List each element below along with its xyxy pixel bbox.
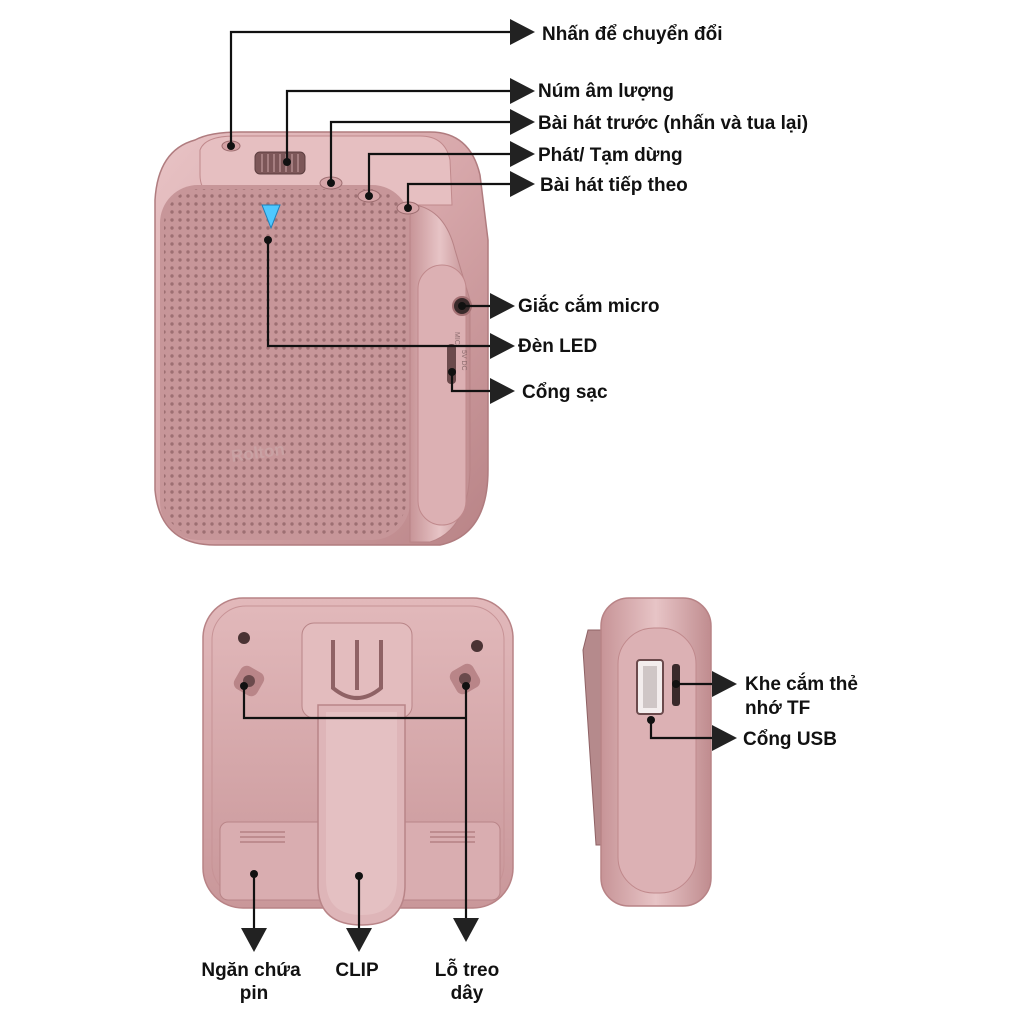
label-play-pause: Phát/ Tạm dừng [538, 145, 683, 166]
label-charging-port: Cổng sạc [522, 382, 608, 403]
label-tf-slot-line2: nhớ TF [745, 698, 810, 719]
lanyard-hole-right [449, 663, 481, 695]
label-previous-track: Bài hát trước (nhấn và tua lại) [538, 113, 808, 134]
label-mode-switch: Nhấn để chuyển đổi [542, 24, 723, 45]
arrow-right-icon [712, 725, 737, 751]
label-battery-line1: Ngăn chứa [201, 960, 301, 981]
arrow-down-icon [241, 928, 267, 952]
mic-port-mark: MIC [453, 332, 460, 345]
arrow-right-icon [510, 109, 535, 135]
back-view [202, 597, 514, 926]
labels: Nhấn để chuyển đổi Núm âm lượng Bài hát … [201, 24, 858, 1004]
callout-lines [227, 30, 714, 930]
arrowheads [241, 19, 737, 952]
dc-port-mark: 5V DC [460, 350, 467, 371]
arrow-down-icon [346, 928, 372, 952]
arrow-right-icon [490, 378, 515, 404]
label-mic-jack: Giắc cắm micro [518, 295, 660, 317]
screw-hole-left [238, 632, 250, 644]
label-usb-port: Cổng USB [743, 729, 837, 750]
arrow-right-icon [490, 333, 515, 359]
label-next-track: Bài hát tiếp theo [540, 175, 688, 196]
arrow-right-icon [510, 141, 535, 167]
label-tf-slot-line1: Khe cắm thẻ [745, 673, 858, 695]
label-led: Đèn LED [518, 336, 597, 357]
arrow-right-icon [510, 19, 535, 45]
label-lanyard-line2: dây [451, 983, 484, 1004]
arrow-right-icon [490, 293, 515, 319]
arrow-down-icon [453, 918, 479, 942]
front-view: MIC 5V DC Rolton [154, 131, 489, 546]
label-clip: CLIP [335, 960, 379, 981]
arrow-right-icon [712, 671, 737, 697]
arrow-right-icon [510, 171, 535, 197]
led-indicator [261, 204, 281, 230]
arrow-right-icon [510, 78, 535, 104]
label-volume-knob: Núm âm lượng [538, 81, 674, 102]
label-lanyard-line1: Lỗ treo [435, 959, 499, 981]
screw-hole-right [471, 640, 483, 652]
label-battery-line2: pin [240, 983, 269, 1004]
side-view [582, 597, 712, 907]
